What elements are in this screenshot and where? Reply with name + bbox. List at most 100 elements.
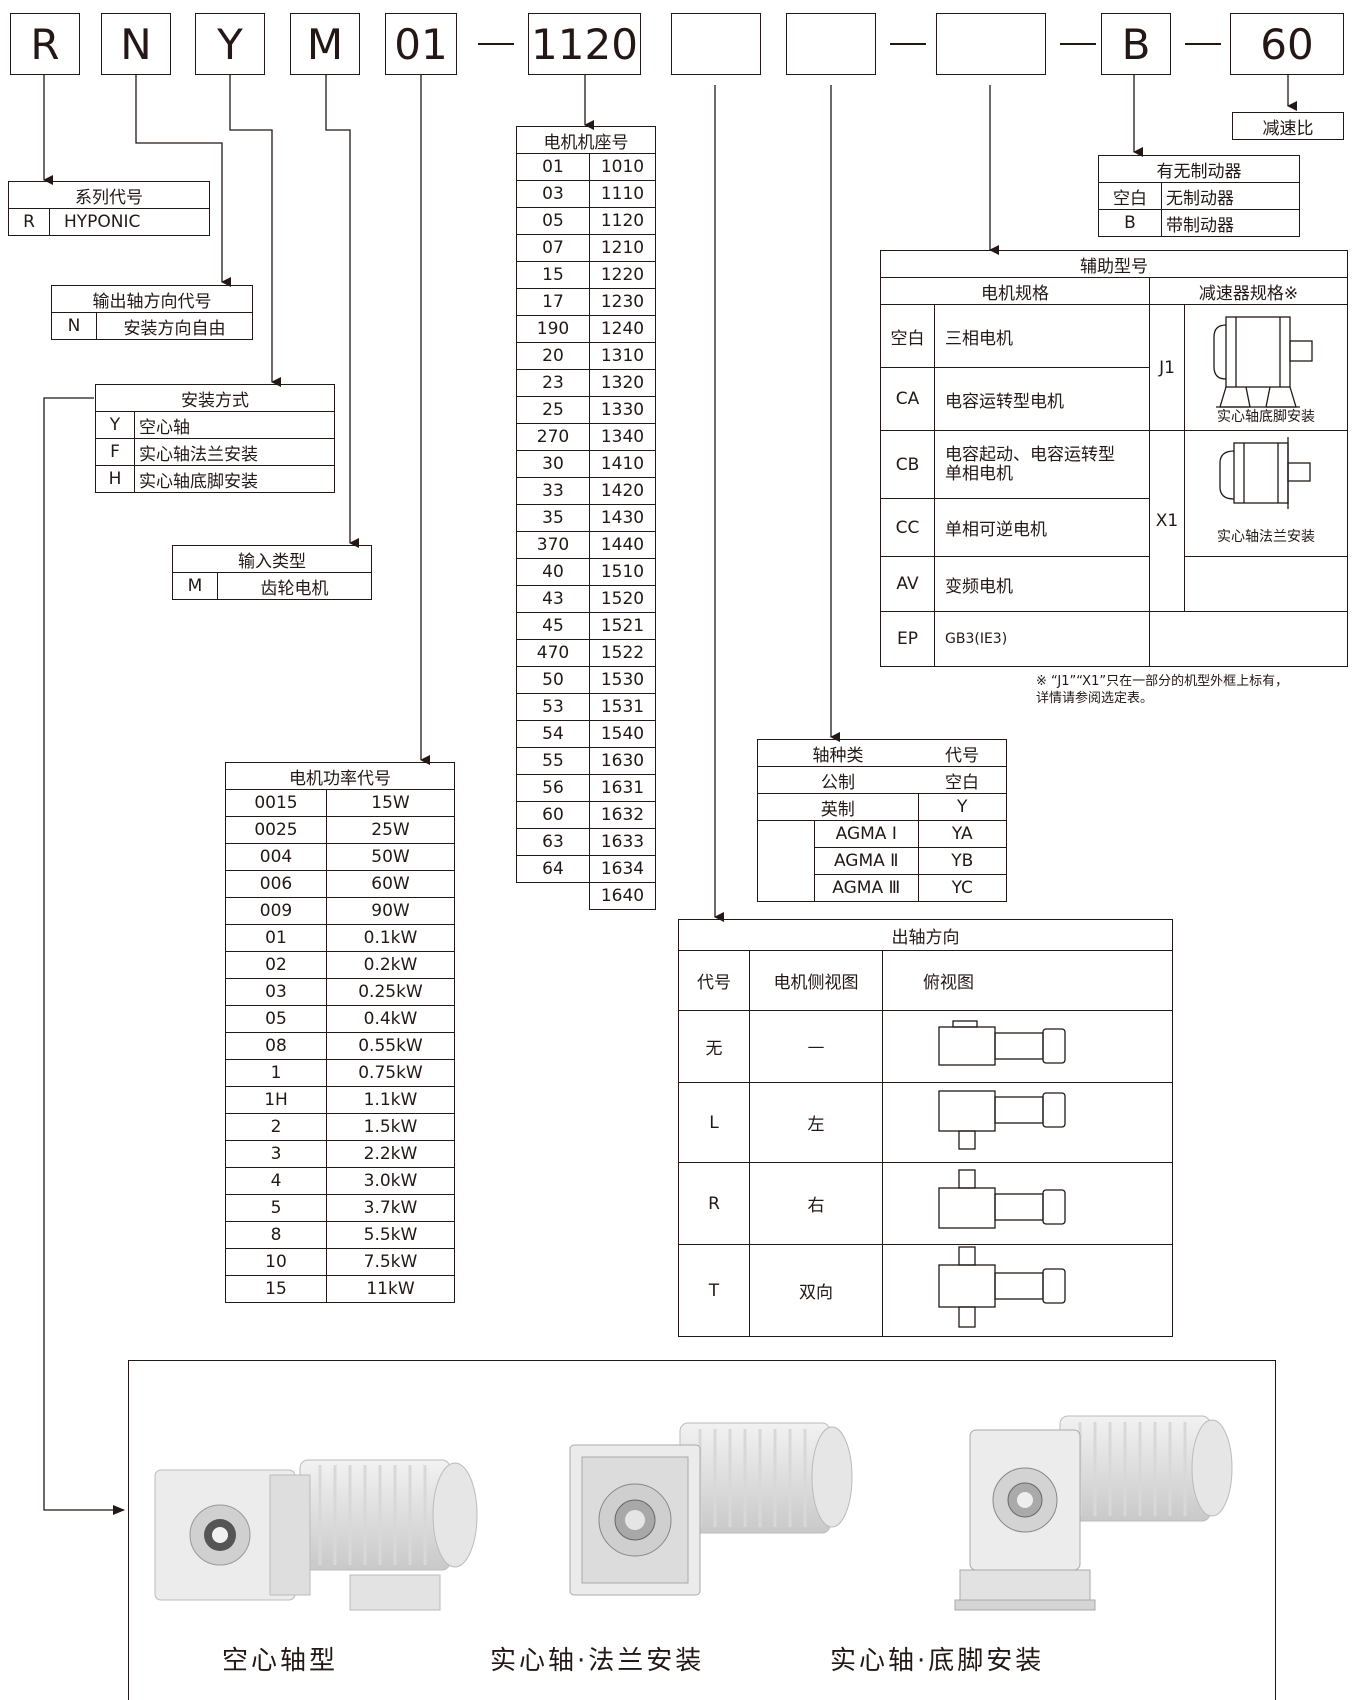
row-code: 17 [517, 289, 590, 316]
row-value: 1110 [590, 181, 656, 208]
row-code: 15 [517, 262, 590, 289]
table-row: 051120 [517, 208, 656, 235]
row-code: 01 [517, 154, 590, 181]
foot-mount-gearmotor-image [950, 1400, 1240, 1620]
shaft-kind-header: 轴种类 [758, 740, 919, 767]
mounting-desc: 实心轴法兰安装 [135, 439, 335, 466]
mounting-desc: 空心轴 [135, 412, 335, 439]
shaft-agma: AGMA Ⅰ [815, 821, 919, 848]
product-caption-foot: 实心轴·底脚安装 [830, 1640, 1044, 1677]
table-row: 030.25kW [226, 979, 455, 1006]
code-box-mounting: Y [195, 13, 265, 75]
row-value: 1510 [590, 559, 656, 586]
table-row: 001515W [226, 790, 455, 817]
shaft-metric: 公制 [758, 767, 919, 794]
shaft-imperial-code: Y [918, 794, 1007, 821]
shaft-indent [758, 821, 815, 902]
output-direction-code: T [679, 1245, 750, 1337]
row-code: 20 [517, 343, 590, 370]
aux-j1: J1 [1150, 305, 1185, 431]
row-value: 7.5kW [327, 1249, 455, 1276]
table-row: 601632 [517, 802, 656, 829]
table-row: 21.5kW [226, 1114, 455, 1141]
row-code: 30 [517, 451, 590, 478]
shaft-both-icon [933, 1245, 1083, 1331]
shaft-left-icon [933, 1087, 1083, 1153]
shaft-agma-code: YA [918, 821, 1007, 848]
row-value: 3.0kW [327, 1168, 455, 1195]
row-value: 1531 [590, 694, 656, 721]
row-value: 1410 [590, 451, 656, 478]
shaft-agma-code: YC [918, 875, 1007, 902]
table-row: 1511kW [226, 1276, 455, 1303]
dash [890, 43, 926, 45]
code-box-text: M [307, 20, 343, 69]
row-code: 1H [226, 1087, 327, 1114]
row-value: 0.1kW [327, 925, 455, 952]
row-code: 07 [517, 235, 590, 262]
output-direction-col-side: 电机侧视图 [750, 951, 883, 1011]
code-box-series: R [10, 13, 80, 75]
output-direction-title: 出轴方向 [679, 920, 1173, 951]
table-row: 107.5kW [226, 1249, 455, 1276]
shaft-agma-code: YB [918, 848, 1007, 875]
table-row: 00990W [226, 898, 455, 925]
output-direction-code: R [679, 1163, 750, 1245]
row-value: 1230 [590, 289, 656, 316]
row-code: 40 [517, 559, 590, 586]
table-row: 00450W [226, 844, 455, 871]
table-row: 32.2kW [226, 1141, 455, 1168]
dash [1060, 43, 1096, 45]
row-value: 0.4kW [327, 1006, 455, 1033]
code-box-frame: 1120 [528, 13, 641, 75]
row-code: 23 [517, 370, 590, 397]
table-row: 10.75kW [226, 1060, 455, 1087]
aux-empty-cell [1185, 557, 1348, 612]
aux-x1: X1 [1150, 431, 1185, 612]
output-direction-col-code: 代号 [679, 951, 750, 1011]
output-direction-side: 右 [750, 1163, 883, 1245]
shaft-type-table: 轴种类 代号 公制 空白 英制 Y AGMA Ⅰ YA AGMA Ⅱ YB AG… [757, 739, 1007, 902]
row-value: 25W [327, 817, 455, 844]
row-code: 25 [517, 397, 590, 424]
table-row: 031110 [517, 181, 656, 208]
input-type-code: M [173, 573, 218, 600]
row-value: 1220 [590, 262, 656, 289]
row-value: 1640 [590, 883, 656, 910]
output-direction-code: L [679, 1083, 750, 1163]
table-row: 561631 [517, 775, 656, 802]
table-row: 4701522 [517, 640, 656, 667]
table-row: 43.0kW [226, 1168, 455, 1195]
output-direction-figure [883, 1083, 1173, 1163]
row-value: 90W [327, 898, 455, 925]
row-code: 01 [226, 925, 327, 952]
table-row: 00660W [226, 871, 455, 898]
code-box-text: 60 [1260, 20, 1313, 69]
hollow-shaft-gearmotor-image [150, 1420, 510, 1620]
code-box-motor-power: 01 [385, 13, 457, 75]
foot-mount-reducer-icon: 实心轴底脚安装 [1196, 305, 1336, 425]
series-name: HYPONIC [50, 209, 210, 236]
output-direction-side: — [750, 1011, 883, 1083]
row-value: 1521 [590, 613, 656, 640]
dash [1185, 43, 1221, 45]
code-box-text: B [1122, 20, 1151, 69]
row-code: 45 [517, 613, 590, 640]
mounting-code: H [96, 466, 135, 493]
aux-x1-figure: 实心轴法兰安装 [1185, 431, 1348, 557]
aux-code: AV [881, 557, 935, 612]
row-value: 1530 [590, 667, 656, 694]
table-row: 080.55kW [226, 1033, 455, 1060]
code-box-text: N [120, 20, 151, 69]
table-row: 351430 [517, 505, 656, 532]
row-value: 5.5kW [327, 1222, 455, 1249]
shaft-agma: AGMA Ⅱ [815, 848, 919, 875]
output-shaft-code: N [52, 313, 97, 340]
aux-empty-cell [1150, 612, 1348, 667]
row-value: 50W [327, 844, 455, 871]
row-code [517, 883, 590, 910]
row-code: 190 [517, 316, 590, 343]
